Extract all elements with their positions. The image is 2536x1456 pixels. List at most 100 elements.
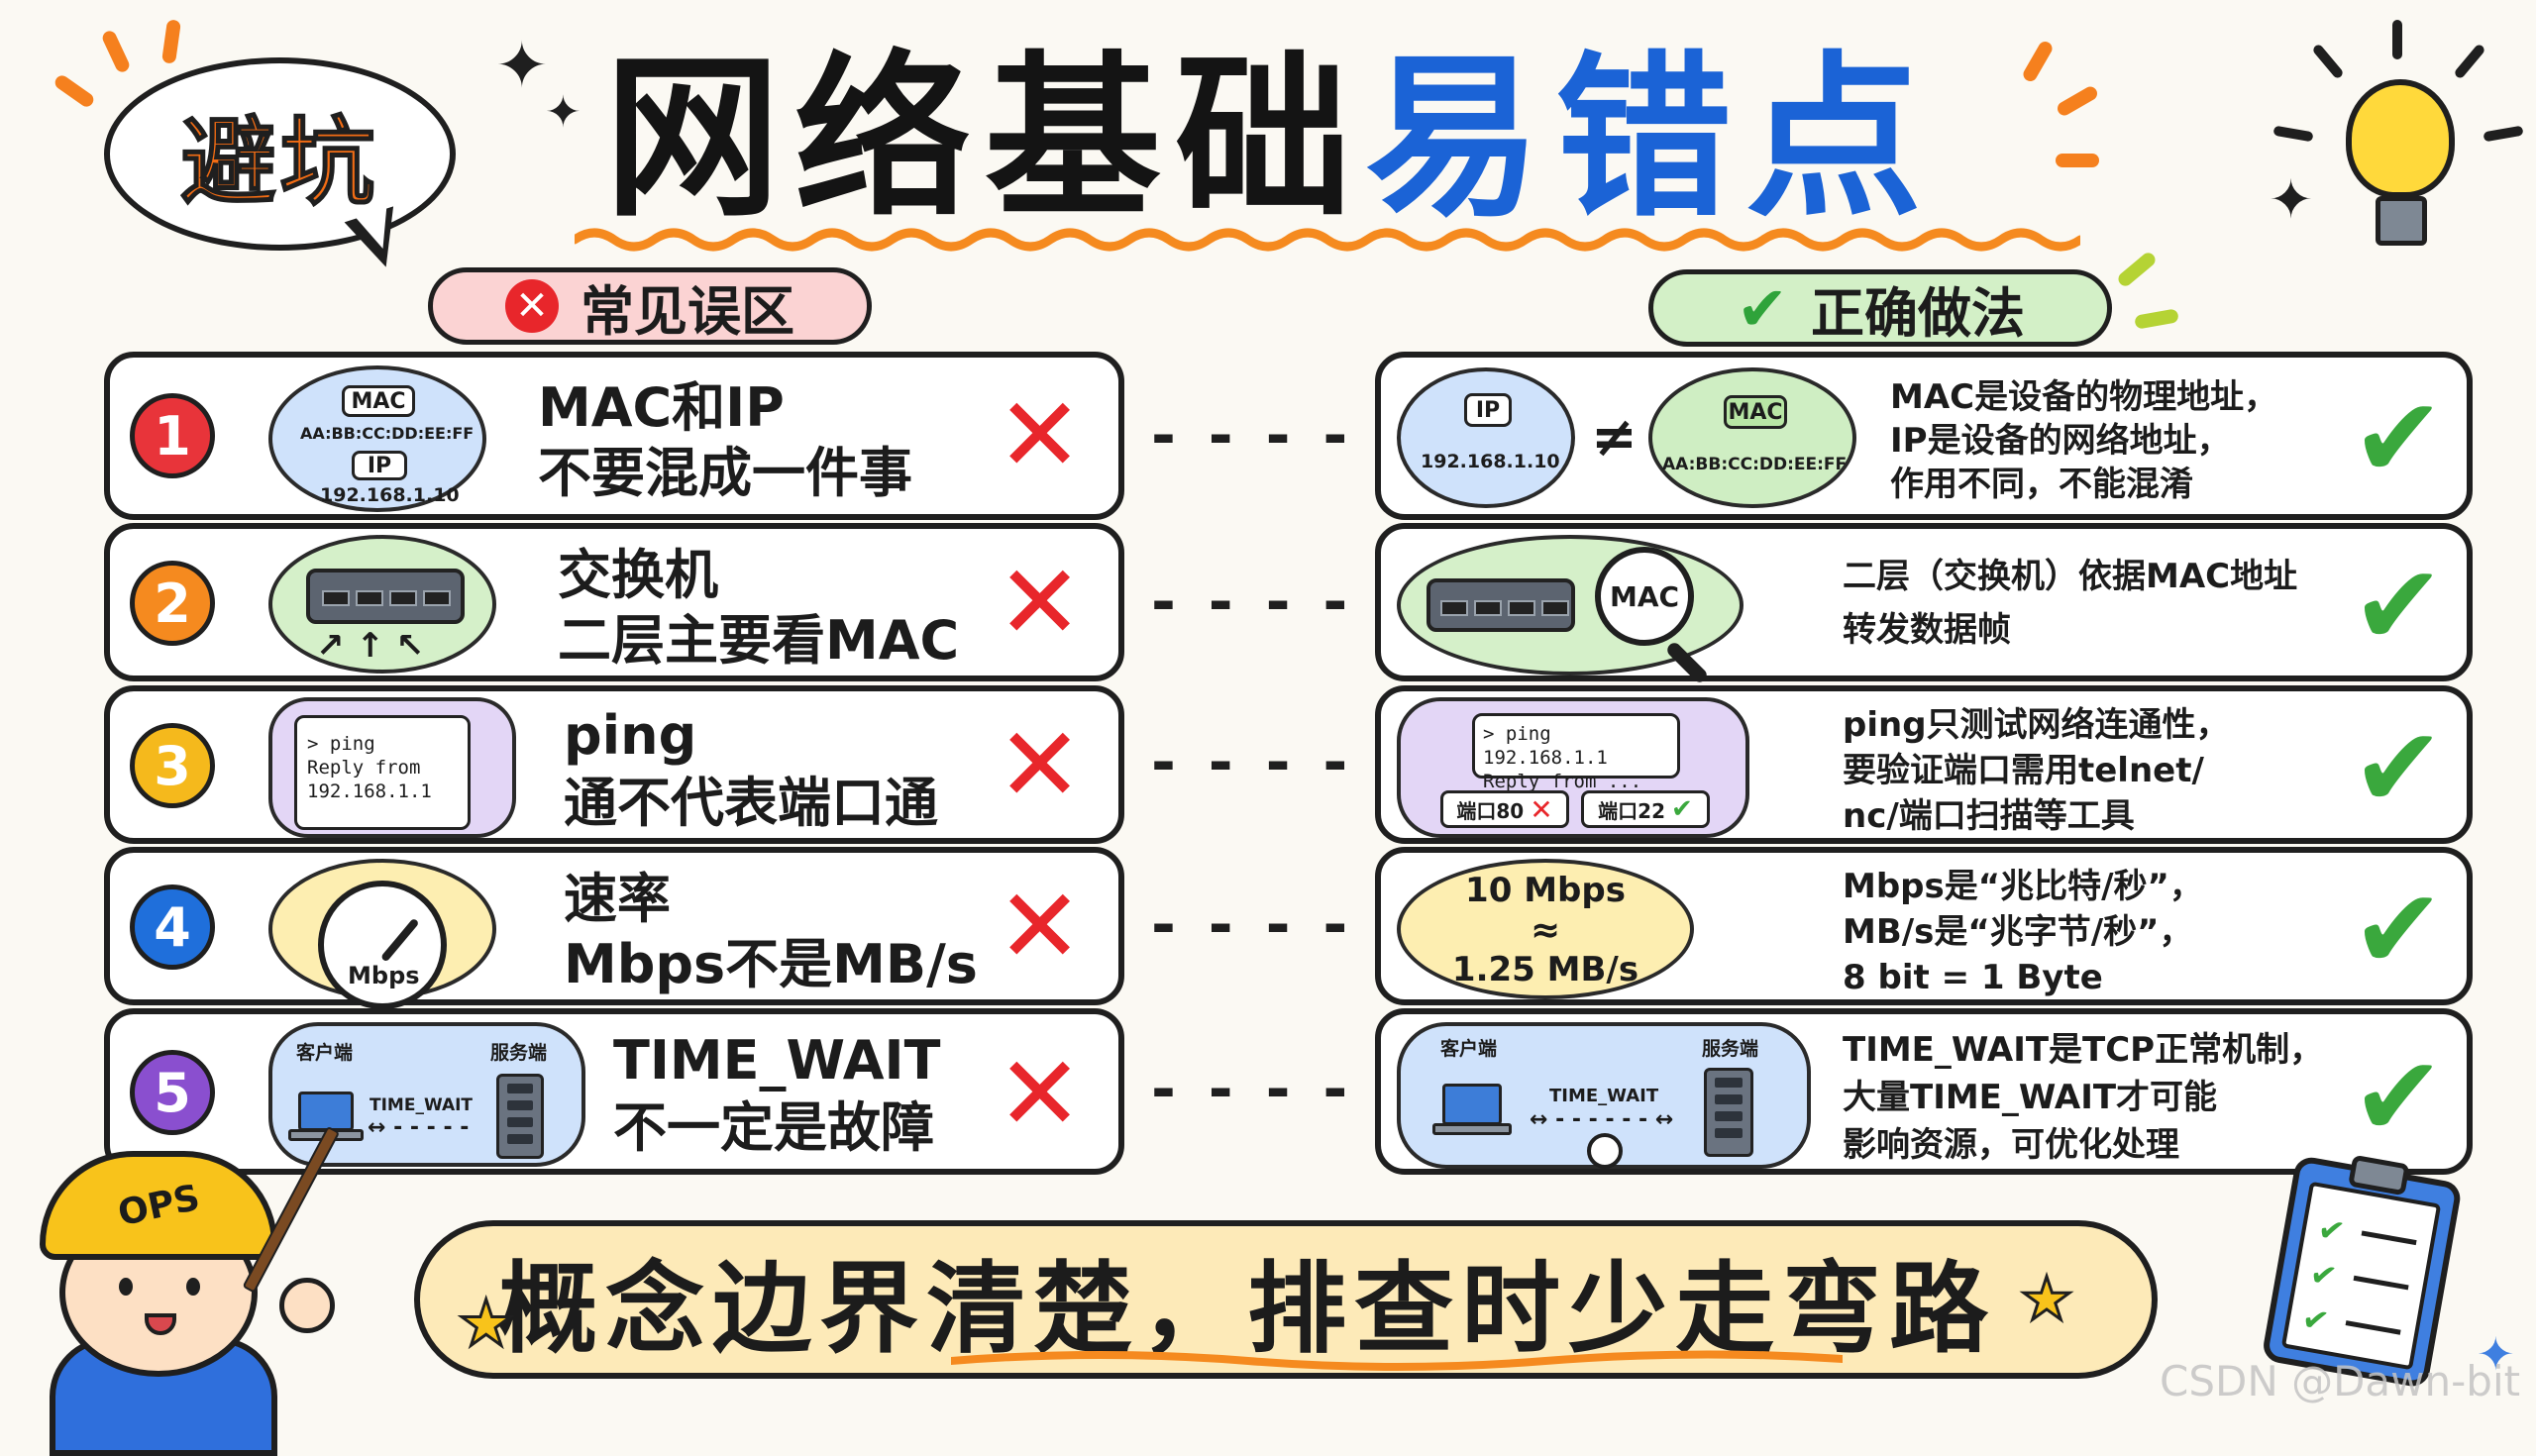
mac-address-text: AA:BB:CC:DD:EE:FF: [1662, 455, 1848, 474]
row-number-badge: 1: [130, 393, 215, 478]
checkmark-icon: ✔: [1671, 794, 1693, 824]
gauge-label: Mbps: [348, 962, 420, 989]
tcp-time-wait-illustration: 客户端 服务端 TIME_WAIT ↔ - - - - - - ↔: [1397, 1022, 1811, 1169]
double-arrow-icon: ↔ - - - - -: [368, 1115, 470, 1140]
magnifier-icon: MAC: [1595, 547, 1694, 646]
magnifier-label: MAC: [1609, 579, 1680, 613]
wrong-x-icon: ✕: [997, 542, 1084, 663]
title-part-1: 网络基础: [604, 36, 1365, 241]
mistake-line-1: TIME_WAIT: [613, 1029, 941, 1092]
speed-conversion-illustration: 10 Mbps ≈ 1.25 MB/s: [1397, 859, 1694, 999]
fix-line: 二层（交换机）依据MAC地址: [1843, 557, 2298, 596]
summary-text: 概念边界清楚，排查时少走弯路: [498, 1250, 1997, 1367]
ping-terminal-illustration: > ping Reply from 192.168.1.1: [268, 697, 516, 838]
speedometer-illustration: Mbps: [268, 859, 496, 1009]
server-label: 服务端: [1702, 1038, 1759, 1060]
fix-line: Mbps是“兆比特/秒”，: [1843, 867, 2203, 906]
switch-magnifier-illustration: MAC: [1397, 535, 1744, 685]
speed-mbs: 1.25 MB/s: [1451, 950, 1639, 989]
port-22-status: 端口22✔: [1581, 790, 1710, 828]
mistake-card-3: 3 > ping Reply from 192.168.1.1 ping 通不代…: [104, 685, 1124, 844]
common-mistakes-tag: ✕ 常见误区: [428, 267, 872, 345]
correct-practice-tag: ✔ 正确做法: [1648, 269, 2112, 347]
row-number-badge: 4: [130, 884, 215, 970]
port-22-label: 端口22: [1598, 798, 1666, 823]
correct-check-icon: ✔: [2352, 1033, 2445, 1162]
star-icon: ★: [2019, 1264, 2075, 1336]
terminal-line: 192.168.1.1: [307, 780, 432, 802]
stopwatch-icon: [1587, 1133, 1623, 1169]
ip-tag: IP: [352, 451, 407, 480]
time-wait-label: TIME_WAIT: [370, 1095, 474, 1115]
mistake-line-2: 不要混成一件事: [538, 442, 912, 504]
server-icon: [1704, 1068, 1753, 1157]
fix-line: ping只测试网络连通性，: [1843, 705, 2230, 745]
ip-address-text: 192.168.1.10: [1421, 451, 1560, 472]
mac-address-text: AA:BB:CC:DD:EE:FF: [300, 424, 475, 443]
page-title: 网络基础易错点: [604, 40, 1936, 238]
client-label: 客户端: [1440, 1038, 1498, 1060]
arrow-up-icon: ↗ ↑ ↖: [316, 626, 425, 666]
fix-line: IP是设备的网络地址，: [1890, 421, 2231, 461]
fix-line: 8 bit = 1 Byte: [1843, 958, 2103, 997]
mistake-line-1: ping: [564, 704, 697, 767]
laptop-icon: [1442, 1084, 1502, 1125]
mistake-line-1: 交换机: [558, 544, 718, 606]
not-equal-symbol: ≠: [1591, 405, 1638, 469]
title-part-2: 易错点: [1365, 36, 1936, 241]
correct-check-icon: ✔: [2352, 866, 2445, 994]
ip-illustration: IP 192.168.1.10: [1397, 367, 1575, 508]
sparkle-icon: ✦: [495, 30, 549, 103]
fix-line: TIME_WAIT是TCP正常机制，: [1843, 1030, 2324, 1070]
fix-card-2: MAC 二层（交换机）依据MAC地址 转发数据帧 ✔: [1375, 523, 2473, 685]
mistake-card-1: 1 MAC AA:BB:CC:DD:EE:FF IP 192.168.1.10 …: [104, 352, 1124, 520]
fix-card-1: IP 192.168.1.10 ≠ MAC AA:BB:CC:DD:EE:FF …: [1375, 352, 2473, 520]
terminal-line: > ping: [307, 733, 375, 755]
row-number-badge: 5: [130, 1050, 215, 1135]
switch-illustration: ↗ ↑ ↖: [268, 535, 496, 674]
star-icon: ★: [456, 1287, 515, 1363]
mistake-line-2: Mbps不是MB/s: [564, 933, 978, 995]
hat-label: OPS: [114, 1177, 203, 1234]
fix-line: 转发数据帧: [1843, 610, 2011, 650]
wrong-x-icon: ✕: [997, 1033, 1084, 1154]
fix-line: 影响资源，可优化处理: [1843, 1125, 2179, 1165]
summary-underline: [951, 1350, 1843, 1371]
server-label: 服务端: [490, 1042, 548, 1064]
gauge-icon: [318, 881, 447, 1009]
mistake-line-2: 不一定是故障: [613, 1096, 934, 1159]
hard-hat: OPS: [40, 1151, 277, 1260]
fix-line: nc/端口扫描等工具: [1843, 796, 2135, 836]
row-number-badge: 3: [130, 723, 215, 808]
lightbulb-icon: ✦: [2269, 20, 2526, 277]
row-number-badge: 2: [130, 561, 215, 646]
mac-tag: MAC: [342, 385, 415, 417]
terminal-line: > ping 192.168.1.1: [1483, 723, 1608, 769]
tag-label: 常见误区: [581, 279, 794, 343]
fix-line: 要验证端口需用telnet/: [1843, 751, 2204, 790]
mac-illustration: MAC AA:BB:CC:DD:EE:FF: [1648, 367, 1856, 508]
server-icon: [496, 1074, 544, 1159]
wrong-x-icon: ✕: [997, 704, 1084, 825]
fix-line: MB/s是“兆字节/秒”，: [1843, 912, 2193, 952]
mistake-card-4: 4 Mbps 速率 Mbps不是MB/s ✕: [104, 847, 1124, 1009]
fix-card-5: 客户端 服务端 TIME_WAIT ↔ - - - - - - ↔ TIME_W…: [1375, 1008, 2473, 1175]
fix-line: 作用不同，不能混淆: [1890, 465, 2193, 504]
avoid-pitfalls-badge: 避坑: [104, 57, 456, 251]
mistake-line-2: 通不代表端口通: [564, 772, 938, 834]
mistake-line-1: MAC和IP: [538, 376, 785, 439]
tag-label: 正确做法: [1811, 281, 2025, 345]
fix-card-3: > ping 192.168.1.1 Reply from ... 端口80✕ …: [1375, 685, 2473, 844]
mascot-hand: [279, 1278, 335, 1333]
badge-text: 避坑: [180, 106, 379, 219]
mac-tag: MAC: [1724, 395, 1787, 429]
x-icon: ✕: [1530, 792, 1553, 826]
port-80-status: 端口80✕: [1440, 790, 1569, 828]
ping-port-illustration: > ping 192.168.1.1 Reply from ... 端口80✕ …: [1397, 697, 1749, 838]
wrong-x-icon: ✕: [997, 374, 1084, 495]
watermark: CSDN @Dawn-bit: [2160, 1357, 2521, 1405]
x-circle-icon: ✕: [505, 279, 559, 333]
fix-line: 大量TIME_WAIT才可能: [1843, 1078, 2218, 1117]
mistake-line-1: 速率: [564, 868, 671, 930]
terminal-line: Reply from ...: [1483, 771, 1642, 792]
